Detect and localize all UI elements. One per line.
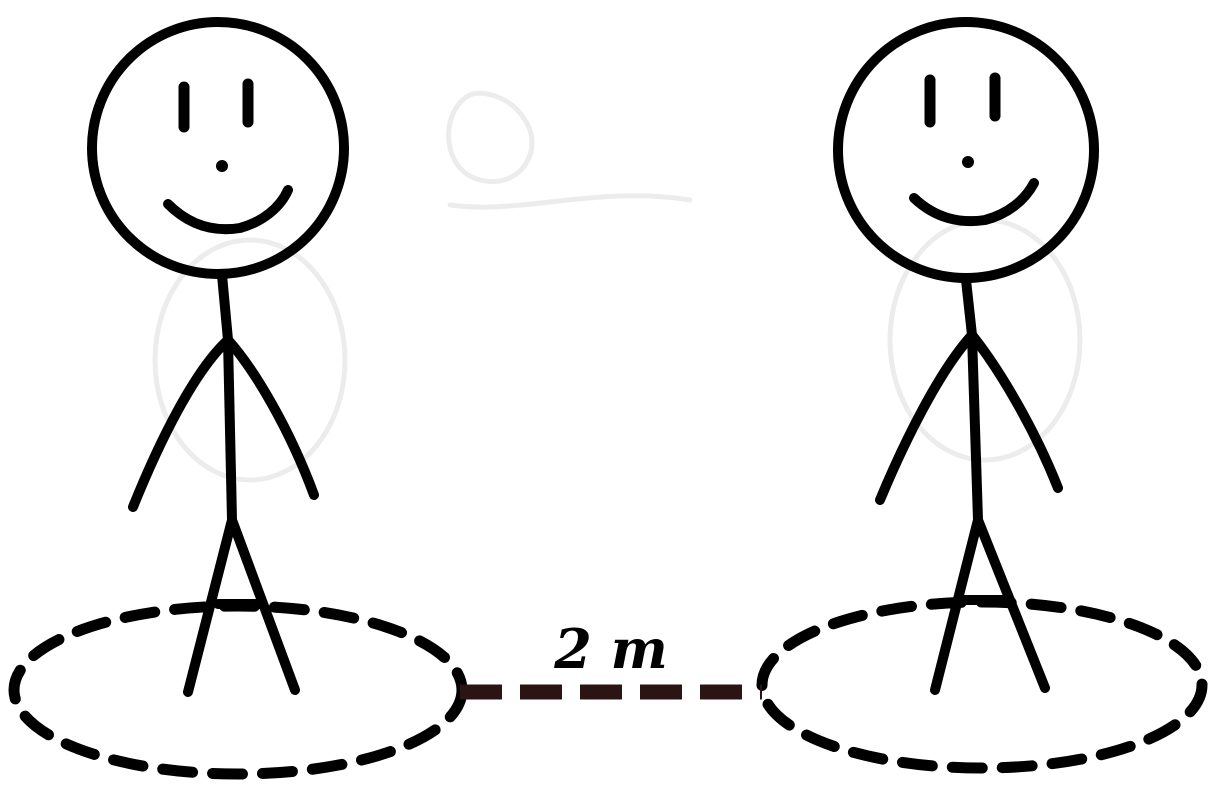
head-right	[838, 22, 1094, 278]
personal-space-circle-left	[14, 606, 462, 774]
faint-background-sketch	[155, 93, 1080, 480]
person-right	[838, 22, 1094, 690]
body-left	[222, 275, 232, 520]
head-left	[92, 22, 344, 274]
person-left	[92, 22, 344, 692]
personal-space-circle-right	[762, 602, 1202, 768]
nose-right	[962, 156, 974, 168]
smile-right	[914, 183, 1034, 221]
distance-label: 2 m	[553, 617, 668, 681]
smile-left	[168, 190, 288, 229]
body-right	[966, 280, 978, 520]
nose-left	[216, 160, 228, 172]
arms-left	[133, 340, 314, 507]
